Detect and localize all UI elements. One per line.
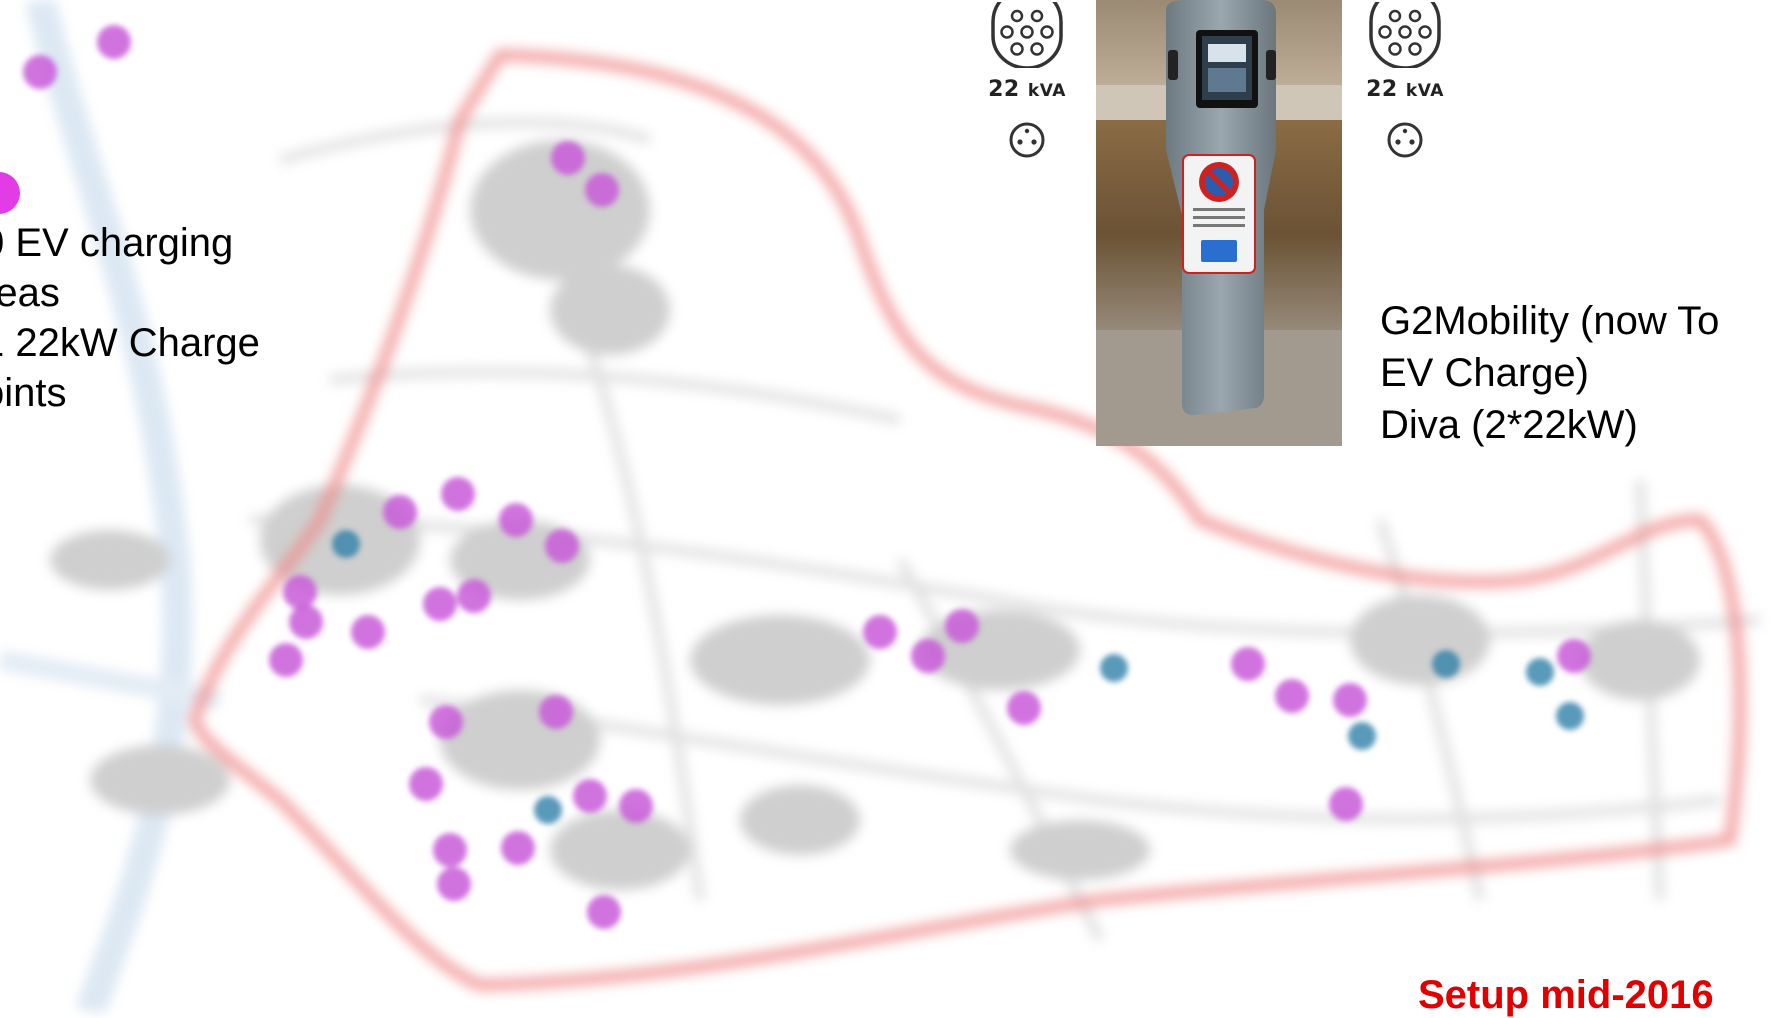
socket-rating: 22 kVA bbox=[982, 77, 1072, 102]
type2-socket-left: 22 kVA bbox=[982, 0, 1072, 165]
charge-point-marker bbox=[457, 579, 491, 613]
legend-text: 0 EV charging reas 1 22kW Charge oints bbox=[0, 218, 322, 418]
charge-point-marker bbox=[573, 779, 607, 813]
setup-date-note: Setup mid-2016 bbox=[1418, 973, 1714, 1017]
other-marker bbox=[1556, 702, 1584, 730]
charge-point-marker bbox=[539, 695, 573, 729]
domestic-plug-icon bbox=[1387, 122, 1423, 158]
charge-point-marker bbox=[1231, 647, 1265, 681]
charge-point-marker bbox=[1557, 639, 1591, 673]
other-marker bbox=[1526, 658, 1554, 686]
charge-point-marker bbox=[429, 705, 463, 739]
charge-point-marker bbox=[501, 831, 535, 865]
charge-point-marker bbox=[1275, 679, 1309, 713]
charge-point-marker bbox=[587, 895, 621, 929]
charge-point-marker bbox=[97, 25, 131, 59]
charge-point-marker bbox=[551, 141, 585, 175]
charging-station-illustration bbox=[1096, 0, 1342, 446]
rating-value: 22 bbox=[988, 77, 1020, 102]
charge-point-marker bbox=[283, 575, 317, 609]
charge-point-marker bbox=[1329, 787, 1363, 821]
other-marker bbox=[1432, 650, 1460, 678]
charge-point-marker bbox=[585, 173, 619, 207]
brand-line: G2Mobility (now To bbox=[1380, 299, 1720, 343]
other-marker bbox=[1348, 722, 1376, 750]
other-marker bbox=[1100, 654, 1128, 682]
charge-point-legend-dot bbox=[0, 172, 20, 214]
charge-point-marker bbox=[863, 615, 897, 649]
legend-line: reas bbox=[0, 271, 60, 315]
rating-value: 22 bbox=[1366, 77, 1398, 102]
charge-point-marker bbox=[289, 605, 323, 639]
charge-point-marker bbox=[383, 495, 417, 529]
legend-line: 1 22kW Charge bbox=[0, 321, 260, 365]
type2-plug-icon bbox=[991, 0, 1063, 70]
charge-point-marker bbox=[545, 529, 579, 563]
charge-point-marker bbox=[911, 639, 945, 673]
charge-point-marker bbox=[1007, 691, 1041, 725]
charge-point-marker bbox=[269, 643, 303, 677]
charge-point-marker bbox=[437, 867, 471, 901]
type2-socket-right: 22 kVA bbox=[1360, 0, 1450, 165]
charging-station-photo bbox=[1096, 0, 1342, 446]
brand-line: EV Charge) bbox=[1380, 351, 1589, 395]
charge-point-marker bbox=[441, 477, 475, 511]
type2-plug-icon bbox=[1369, 0, 1441, 70]
other-marker bbox=[534, 796, 562, 824]
brand-line: Diva (2*22kW) bbox=[1380, 403, 1638, 447]
rating-unit: kVA bbox=[1027, 81, 1066, 101]
domestic-plug-icon bbox=[1009, 122, 1045, 158]
charge-point-marker bbox=[409, 767, 443, 801]
charge-point-marker bbox=[945, 609, 979, 643]
legend-line: 0 EV charging bbox=[0, 221, 234, 265]
charge-point-marker bbox=[1333, 683, 1367, 717]
charge-point-marker bbox=[433, 833, 467, 867]
other-marker bbox=[332, 530, 360, 558]
charge-point-marker bbox=[423, 587, 457, 621]
charge-point-marker bbox=[499, 503, 533, 537]
charge-point-marker bbox=[619, 789, 653, 823]
charger-brand-text: G2Mobility (now To EV Charge) Diva (2*22… bbox=[1380, 295, 1719, 451]
rating-unit: kVA bbox=[1405, 81, 1444, 101]
legend-line: oints bbox=[0, 371, 67, 415]
charge-point-marker bbox=[23, 55, 57, 89]
charge-point-marker bbox=[351, 615, 385, 649]
socket-rating: 22 kVA bbox=[1360, 77, 1450, 102]
